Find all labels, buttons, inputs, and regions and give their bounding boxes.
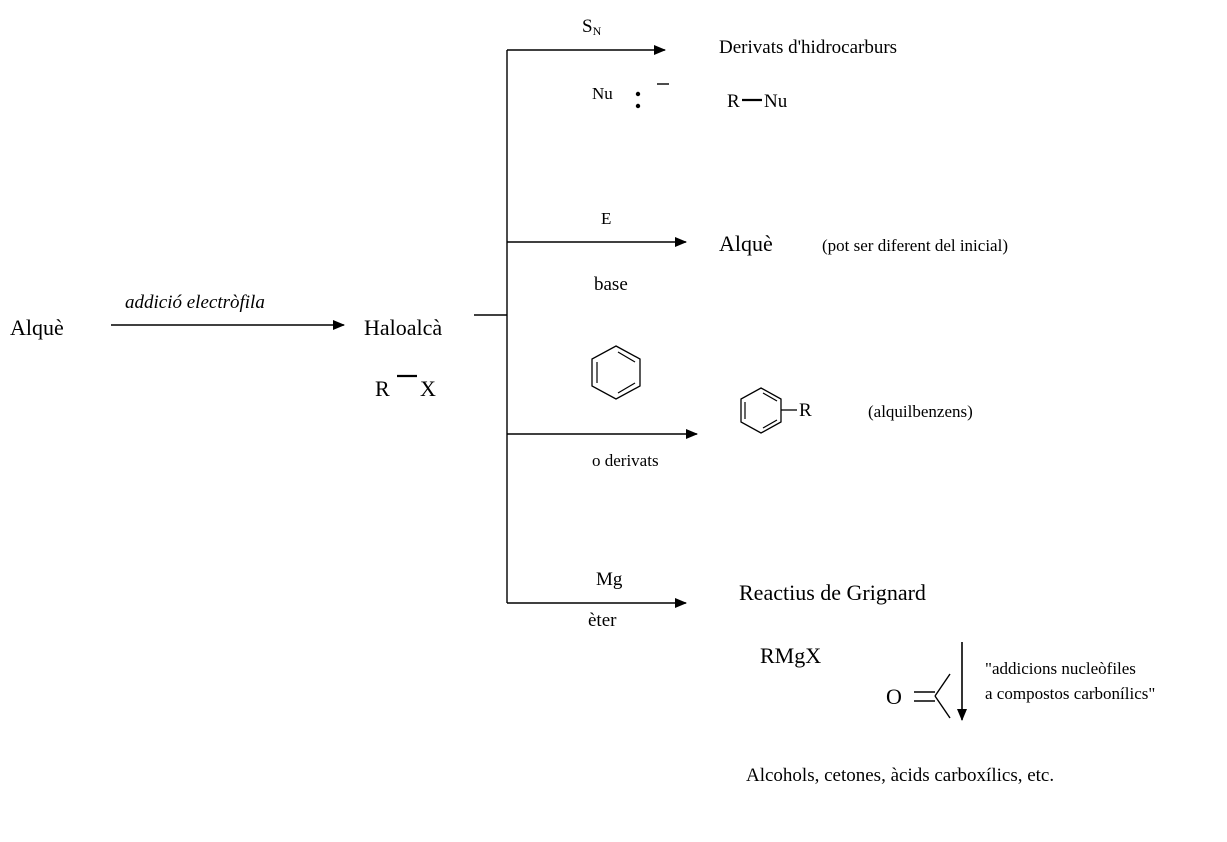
- rnu-r: R: [727, 91, 740, 112]
- or-derivatives-label: o derivats: [592, 451, 659, 470]
- alkylbenzenes-note: (alquilbenzens): [868, 402, 973, 421]
- nucleophilic-additions-note-line2: a compostos carbonílics": [985, 684, 1156, 703]
- ether-label: èter: [588, 610, 617, 631]
- haloalkane-r: R: [375, 376, 390, 401]
- carbonyl-oxygen: O: [886, 684, 902, 709]
- sn-label: SN: [582, 16, 602, 38]
- start-alkene-label: Alquè: [10, 315, 64, 340]
- benzene-ring-product: [740, 387, 797, 434]
- alkene-note: (pot ser diferent del inicial): [822, 236, 1008, 255]
- hydrocarbon-derivatives-label: Derivats d'hidrocarburs: [719, 37, 898, 58]
- base-label: base: [594, 274, 628, 295]
- haloalkane-x: X: [420, 376, 436, 401]
- alkylbenzene-r: R: [799, 400, 812, 421]
- rnu-nu: Nu: [764, 91, 788, 112]
- magnesium-label: Mg: [596, 569, 623, 590]
- final-products-label: Alcohols, cetones, àcids carboxílics, et…: [746, 765, 1055, 786]
- carbonyl-group: [914, 673, 951, 719]
- benzene-ring-reagent: [591, 345, 641, 400]
- lone-pair-dot-bottom: [635, 103, 641, 109]
- nucleophile-label: Nu: [592, 84, 613, 103]
- elimination-label: E: [601, 209, 612, 228]
- lone-pair-dot-top: [635, 91, 641, 97]
- alkene-product-label: Alquè: [719, 231, 773, 256]
- electrophilic-addition-label: addició electròfila: [125, 292, 265, 313]
- nucleophilic-additions-note-line1: "addicions nucleòfiles: [985, 659, 1136, 678]
- grignard-reagents-label: Reactius de Grignard: [739, 580, 926, 605]
- haloalkane-label: Haloalcà: [364, 315, 443, 340]
- rmgx-formula: RMgX: [760, 643, 822, 668]
